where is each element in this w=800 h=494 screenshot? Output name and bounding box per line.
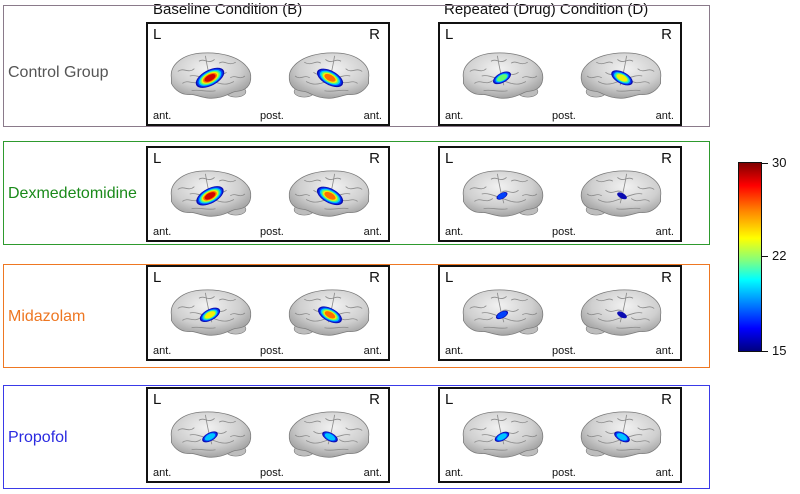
group-label: Dexmedetomidine	[8, 185, 137, 202]
anterior-label: ant.	[655, 110, 674, 122]
brain-render	[462, 411, 662, 458]
posterior-label: post.	[552, 226, 576, 238]
left-hemisphere-label: L	[153, 150, 162, 167]
colorbar	[738, 162, 762, 352]
brain-render	[170, 170, 370, 217]
anterior-label: ant.	[153, 226, 172, 238]
left-hemisphere-label: L	[153, 269, 162, 286]
group-frame	[3, 5, 710, 127]
left-hemisphere-label: L	[445, 150, 454, 167]
posterior-label: post.	[552, 467, 576, 479]
brain-render	[462, 52, 662, 99]
colorbar-tick-mid	[762, 256, 768, 257]
colorbar-label-min: 15	[772, 343, 787, 358]
group-label: Control Group	[8, 64, 109, 81]
left-hemisphere-label: L	[153, 391, 162, 408]
colorbar-tick-min	[762, 351, 768, 352]
anterior-label: ant.	[655, 226, 674, 238]
brain-render	[170, 411, 370, 458]
posterior-label: post.	[260, 110, 284, 122]
anterior-label: ant.	[363, 345, 382, 357]
left-hemisphere-label: L	[445, 26, 454, 43]
right-hemisphere-label: R	[369, 150, 380, 167]
anterior-label: ant.	[445, 226, 464, 238]
posterior-label: post.	[552, 110, 576, 122]
right-hemisphere-label: R	[369, 391, 380, 408]
right-hemisphere-label: R	[661, 391, 672, 408]
brain-render	[170, 52, 370, 99]
right-hemisphere-label: R	[661, 269, 672, 286]
anterior-label: ant.	[153, 345, 172, 357]
anterior-label: ant.	[363, 226, 382, 238]
posterior-label: post.	[260, 467, 284, 479]
right-hemisphere-label: R	[369, 26, 380, 43]
group-frame	[3, 385, 710, 489]
colorbar-label-max: 30	[772, 155, 787, 170]
posterior-label: post.	[260, 226, 284, 238]
group-frame	[3, 264, 710, 368]
left-hemisphere-label: L	[153, 26, 162, 43]
colorbar-label-mid: 22	[772, 248, 787, 263]
anterior-label: ant.	[655, 345, 674, 357]
anterior-label: ant.	[363, 467, 382, 479]
group-frame	[3, 141, 710, 245]
anterior-label: ant.	[153, 110, 172, 122]
right-hemisphere-label: R	[369, 269, 380, 286]
anterior-label: ant.	[445, 345, 464, 357]
brain-render	[462, 289, 662, 336]
anterior-label: ant.	[363, 110, 382, 122]
anterior-label: ant.	[655, 467, 674, 479]
brain-render	[170, 289, 370, 336]
right-hemisphere-label: R	[661, 150, 672, 167]
left-hemisphere-label: L	[445, 391, 454, 408]
brain-render	[462, 170, 662, 217]
group-label: Midazolam	[8, 308, 86, 325]
right-hemisphere-label: R	[661, 26, 672, 43]
anterior-label: ant.	[445, 110, 464, 122]
anterior-label: ant.	[153, 467, 172, 479]
anterior-label: ant.	[445, 467, 464, 479]
left-hemisphere-label: L	[445, 269, 454, 286]
posterior-label: post.	[552, 345, 576, 357]
posterior-label: post.	[260, 345, 284, 357]
colorbar-tick-max	[762, 163, 768, 164]
group-label: Propofol	[8, 429, 68, 446]
